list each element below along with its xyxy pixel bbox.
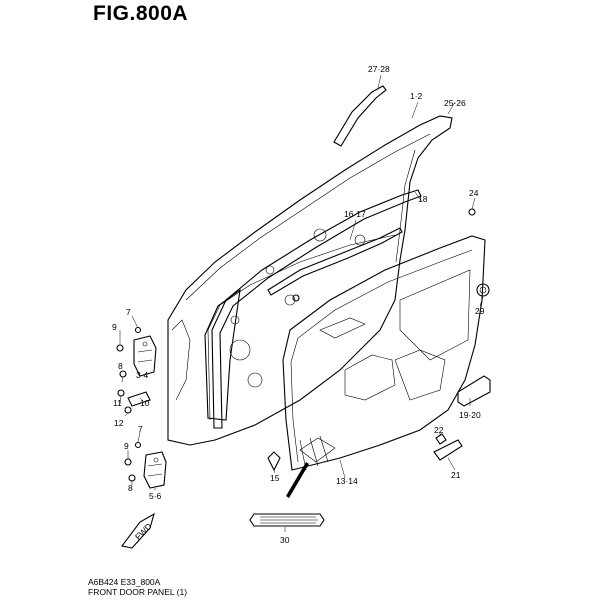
door-shell bbox=[167, 115, 453, 446]
callout-8b: 8 bbox=[128, 483, 133, 493]
door-check bbox=[127, 391, 151, 407]
callout-30: 30 bbox=[280, 535, 290, 545]
callout-18: 18 bbox=[418, 194, 428, 204]
callout-27-28: 27·28 bbox=[368, 64, 390, 74]
reflector bbox=[457, 375, 491, 407]
callout-12: 12 bbox=[114, 418, 124, 428]
callout-22: 22 bbox=[434, 425, 444, 435]
callout-13-14: 13·14 bbox=[336, 476, 358, 486]
clip bbox=[435, 433, 447, 445]
callout-9b: 9 bbox=[124, 441, 129, 451]
callout-24: 24 bbox=[469, 188, 479, 198]
figure-caption: FRONT DOOR PANEL (1) bbox=[88, 587, 188, 597]
callout-1-2: 1·2 bbox=[410, 91, 423, 101]
callout-labels: 27·28 1·2 25·26 24 16·17 18 29 7 9 3·4 8… bbox=[112, 64, 485, 545]
upper-hinge bbox=[133, 335, 157, 377]
callout-7a: 7 bbox=[126, 307, 131, 317]
callout-15: 15 bbox=[270, 473, 280, 483]
callout-25-26: 25·26 bbox=[444, 98, 466, 108]
callout-7b: 7 bbox=[138, 424, 143, 434]
callout-3-4: 3·4 bbox=[136, 370, 149, 380]
callout-16-17: 16·17 bbox=[344, 209, 366, 219]
lower-hinge bbox=[143, 451, 167, 489]
lamp-lens bbox=[433, 439, 463, 461]
callout-9a: 9 bbox=[112, 322, 117, 332]
fwd-arrow-icon: FWD bbox=[121, 512, 155, 549]
window-sash-trim bbox=[333, 85, 387, 147]
callout-10: 10 bbox=[140, 398, 150, 408]
callout-21: 21 bbox=[451, 470, 461, 480]
callout-5-6: 5·6 bbox=[149, 491, 162, 501]
callout-8a: 8 bbox=[118, 361, 123, 371]
round-cap bbox=[476, 283, 490, 297]
window-run-channel bbox=[267, 227, 403, 296]
callout-19-20: 19·20 bbox=[459, 410, 481, 420]
callout-11: 11 bbox=[113, 398, 122, 408]
door-seal bbox=[211, 189, 422, 429]
leader-lines bbox=[119, 74, 484, 532]
callout-29: 29 bbox=[475, 306, 485, 316]
door-trim-panel bbox=[282, 235, 486, 471]
grille-marker bbox=[286, 462, 309, 498]
emblem-strip bbox=[249, 513, 325, 527]
figure-title: FIG.800A bbox=[93, 2, 189, 25]
figure-code: A6B424 E33_800A bbox=[88, 577, 161, 587]
